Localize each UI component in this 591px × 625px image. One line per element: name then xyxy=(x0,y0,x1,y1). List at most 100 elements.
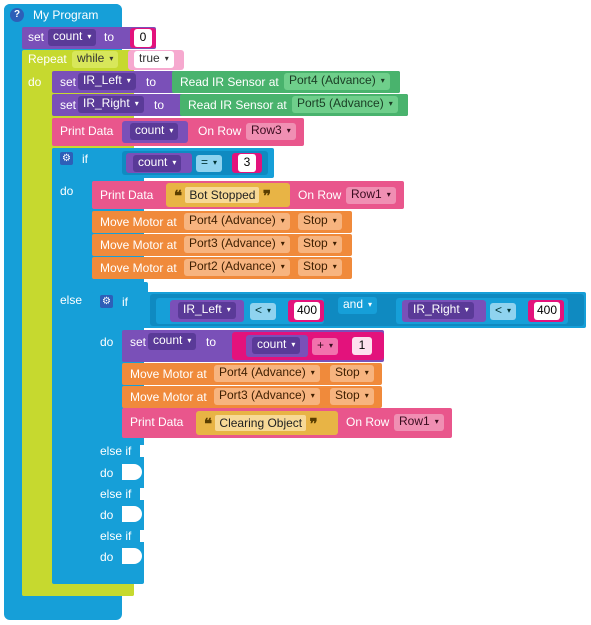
count-variable-dropdown[interactable]: count▾ xyxy=(130,123,179,140)
variable-name: count xyxy=(53,29,83,43)
dropdown-caret-icon: ▾ xyxy=(280,262,285,271)
dropdown-caret-icon: ▾ xyxy=(364,368,369,377)
motor-action-dropdown[interactable]: Stop▾ xyxy=(298,236,342,253)
dropdown-caret-icon: ▾ xyxy=(291,340,296,349)
to-keyword: to xyxy=(154,98,165,112)
dropdown-caret-icon: ▾ xyxy=(109,54,114,63)
operator-value: = xyxy=(201,155,209,169)
else-label: else xyxy=(60,293,83,307)
text-value[interactable]: Clearing Object xyxy=(215,415,307,431)
ir-right-variable-dropdown[interactable]: IR_Right▾ xyxy=(78,96,144,113)
dropdown-caret-icon: ▾ xyxy=(380,76,385,85)
number-input[interactable]: 3 xyxy=(238,154,256,172)
sensor-label: Read IR Sensor at xyxy=(188,98,287,112)
row-dropdown[interactable]: Row1▾ xyxy=(346,187,396,204)
number-input[interactable]: 0 xyxy=(134,29,152,47)
number-input[interactable]: 400 xyxy=(534,302,560,320)
motor-action-dropdown[interactable]: Stop ▾ xyxy=(298,259,342,276)
logic-operator-value: and xyxy=(343,297,364,311)
motor-port-dropdown[interactable]: Port2 (Advance) ▾ xyxy=(184,259,290,276)
motor-action-dropdown[interactable]: Stop▾ xyxy=(298,213,342,230)
ir-left-variable-dropdown[interactable]: IR_Left▾ xyxy=(78,73,136,90)
action-value: Stop xyxy=(303,259,328,273)
else-if-label: else if xyxy=(100,444,132,458)
on-row-label: On Row xyxy=(346,415,390,429)
row-value: Row1 xyxy=(399,414,430,428)
move-motor-label: Move Motor at xyxy=(130,390,207,404)
empty-input-slot[interactable] xyxy=(140,445,150,457)
motor-port-dropdown[interactable]: Port4 (Advance)▾ xyxy=(214,365,320,382)
do-label: do xyxy=(100,550,114,564)
operator-dropdown[interactable]: <▾ xyxy=(490,303,517,320)
row-dropdown[interactable]: Row1 ▾ xyxy=(394,414,444,431)
math-operator-dropdown[interactable]: +▾ xyxy=(312,338,339,355)
action-value: Stop xyxy=(335,365,360,379)
repeat-do-label: do xyxy=(28,75,42,89)
number-input[interactable]: 1 xyxy=(352,337,372,355)
motor-port-dropdown[interactable]: Port4 (Advance)▾ xyxy=(184,213,290,230)
repeat-mode-value: while xyxy=(77,51,105,65)
row-dropdown[interactable]: Row3 ▾ xyxy=(246,123,296,140)
else-if-label: else if xyxy=(100,529,132,543)
text-string[interactable]: ❝ Bot Stopped ❞ xyxy=(174,186,271,205)
port-value: Port4 (Advance) xyxy=(289,73,376,87)
dropdown-caret-icon: ▾ xyxy=(507,306,512,315)
count-variable-dropdown[interactable]: count▾ xyxy=(252,337,301,354)
empty-statement-slot[interactable] xyxy=(122,506,142,522)
do-label: do xyxy=(60,184,74,198)
motor-action-dropdown[interactable]: Stop ▾ xyxy=(330,365,374,382)
port-value: Port2 (Advance) xyxy=(189,259,276,273)
dropdown-caret-icon: ▾ xyxy=(434,417,439,426)
ir-left-variable-dropdown[interactable]: IR_Left ▾ xyxy=(178,302,236,319)
dropdown-caret-icon: ▾ xyxy=(286,126,291,135)
gear-icon[interactable]: ⚙ xyxy=(60,152,73,165)
port-value: Port4 (Advance) xyxy=(219,365,306,379)
open-quote-icon: ❝ xyxy=(174,188,183,205)
dropdown-caret-icon: ▾ xyxy=(213,158,218,167)
dropdown-caret-icon: ▾ xyxy=(332,262,337,271)
logic-operator-dropdown[interactable]: and▾ xyxy=(338,297,378,314)
repeat-keyword: Repeat xyxy=(28,52,67,66)
number-input[interactable]: 400 xyxy=(294,302,320,320)
dropdown-caret-icon: ▾ xyxy=(226,305,231,314)
motor-action-dropdown[interactable]: Stop▾ xyxy=(330,388,374,405)
gear-icon[interactable]: ⚙ xyxy=(100,295,113,308)
empty-statement-slot[interactable] xyxy=(122,464,142,480)
ir-right-port-dropdown[interactable]: Port5 (Advance)▾ xyxy=(292,96,398,113)
set-keyword: set xyxy=(28,30,45,44)
set-keyword: set xyxy=(130,335,147,349)
count-variable-dropdown[interactable]: count▾ xyxy=(148,333,197,350)
dropdown-caret-icon: ▾ xyxy=(187,336,192,345)
empty-input-slot[interactable] xyxy=(140,530,150,542)
move-motor-label: Move Motor at xyxy=(100,215,177,229)
variable-name: IR_Left xyxy=(183,302,222,316)
move-motor-label: Move Motor at xyxy=(100,238,177,252)
question-circle-icon[interactable]: ? xyxy=(10,8,24,22)
sensor-label: Read IR Sensor at xyxy=(180,75,279,89)
count-variable-dropdown[interactable]: count▾ xyxy=(48,29,97,46)
row-value: Row1 xyxy=(351,187,382,201)
to-keyword: to xyxy=(146,75,157,89)
text-value[interactable]: Bot Stopped xyxy=(185,187,260,203)
motor-port-dropdown[interactable]: Port3 (Advance)▾ xyxy=(214,388,320,405)
dropdown-caret-icon: ▾ xyxy=(332,239,337,248)
operator-dropdown[interactable]: <▾ xyxy=(250,303,277,320)
set-keyword: set xyxy=(60,75,77,89)
motor-port-dropdown[interactable]: Port3 (Advance)▾ xyxy=(184,236,290,253)
count-variable-dropdown[interactable]: count▾ xyxy=(133,155,182,172)
open-quote-icon: ❝ xyxy=(204,416,213,433)
operator-value: < xyxy=(255,303,263,317)
repeat-mode-dropdown[interactable]: while ▾ xyxy=(72,51,119,68)
text-string[interactable]: ❝ Clearing Object ❞ xyxy=(204,414,318,433)
true-dropdown[interactable]: true▾ xyxy=(134,51,174,68)
empty-input-slot[interactable] xyxy=(140,488,150,500)
ir-left-port-dropdown[interactable]: Port4 (Advance) ▾ xyxy=(284,73,390,90)
on-row-label: On Row xyxy=(298,188,342,202)
ir-right-variable-dropdown[interactable]: IR_Right▾ xyxy=(408,302,474,319)
port-value: Port3 (Advance) xyxy=(189,236,276,250)
empty-statement-slot[interactable] xyxy=(122,548,142,564)
row-value: Row3 xyxy=(251,123,282,137)
dropdown-caret-icon: ▾ xyxy=(164,54,169,63)
print-data-label: Print Data xyxy=(60,124,114,138)
operator-dropdown[interactable]: =▾ xyxy=(196,155,223,172)
